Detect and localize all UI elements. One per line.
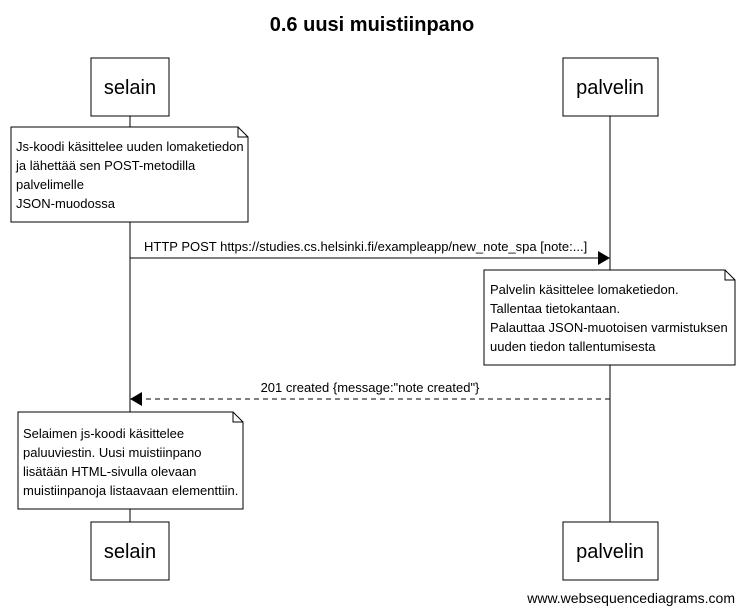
note-js-sends-line-2: ja lähettää sen POST-metodilla	[15, 158, 196, 173]
note-browser-updates-line-3: lisätään HTML-sivulla olevaan	[23, 464, 196, 479]
note-browser-updates: Selaimen js-koodi käsittelee paluuviesti…	[17, 411, 244, 510]
note-browser-updates-line-1: Selaimen js-koodi käsittelee	[23, 426, 184, 441]
participant-palvelin-top-label: palvelin	[576, 77, 644, 99]
note-js-sends: Js-koodi käsittelee uuden lomaketiedon j…	[10, 126, 249, 223]
message-http-post: HTTP POST https://studies.cs.helsinki.fi…	[130, 239, 610, 265]
note-server-processes-line-4: uuden tiedon tallentumisesta	[490, 339, 656, 354]
note-server-processes: Palvelin käsittelee lomaketiedon. Tallen…	[483, 269, 736, 366]
note-browser-updates-line-2: paluuviestin. Uusi muistiinpano	[23, 445, 201, 460]
participant-selain-top-label: selain	[104, 77, 156, 99]
participant-selain-bottom: selain	[90, 521, 170, 581]
note-server-processes-line-2: Tallentaa tietokantaan.	[490, 301, 620, 316]
diagram-title: 0.6 uusi muistiinpano	[270, 14, 474, 36]
participant-palvelin-top: palvelin	[562, 57, 659, 117]
participant-selain-bottom-label: selain	[104, 541, 156, 563]
participant-palvelin-bottom: palvelin	[562, 521, 659, 581]
note-server-processes-line-1: Palvelin käsittelee lomaketiedon.	[490, 282, 679, 297]
note-js-sends-line-1: Js-koodi käsittelee uuden lomaketiedon	[16, 139, 244, 154]
note-browser-updates-line-4: muistiinpanoja listaavaan elementtiin.	[23, 483, 238, 498]
participant-selain-top: selain	[90, 57, 170, 117]
message-http-post-label: HTTP POST https://studies.cs.helsinki.fi…	[144, 239, 587, 254]
note-js-sends-line-3: palvelimelle	[16, 177, 84, 192]
note-server-processes-line-3: Palauttaa JSON-muotoisen varmistuksen	[490, 320, 728, 335]
footer-watermark[interactable]: www.websequencediagrams.com	[526, 590, 735, 606]
message-201-created-label: 201 created {message:"note created"}	[261, 380, 480, 395]
message-201-created: 201 created {message:"note created"}	[130, 380, 610, 406]
participant-palvelin-bottom-label: palvelin	[576, 541, 644, 563]
note-js-sends-line-4: JSON-muodossa	[16, 196, 116, 211]
